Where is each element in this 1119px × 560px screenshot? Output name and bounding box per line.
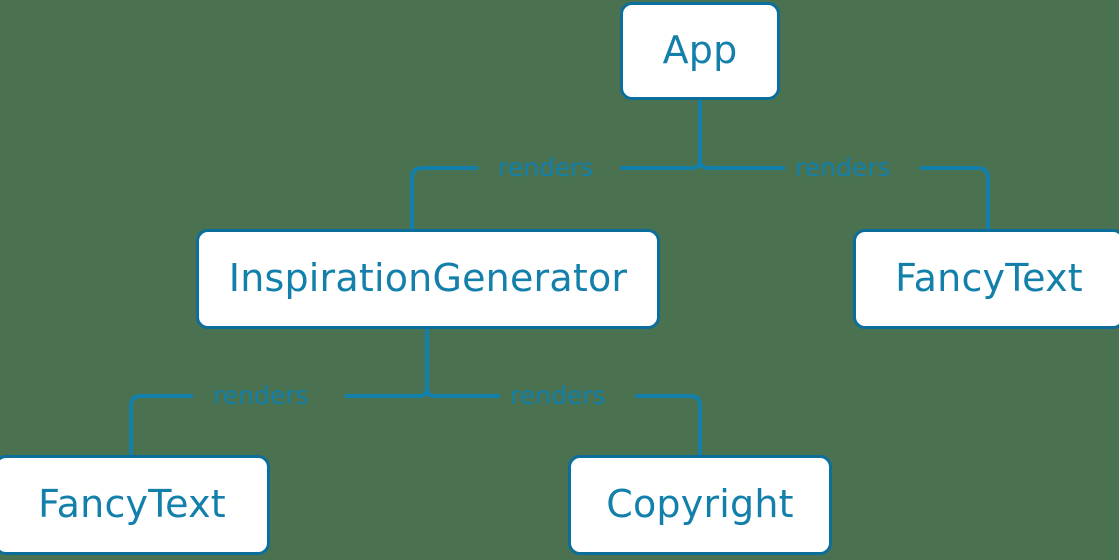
node-copyright-label: Copyright xyxy=(606,482,794,526)
edge-app-to-fancy-text-right-stem-right xyxy=(698,100,785,170)
edge-label-app-to-inspiration-generator: renders xyxy=(498,153,594,182)
edge-inspiration-generator-to-copyright-drop xyxy=(635,394,702,455)
node-fancy-text-left-label: FancyText xyxy=(38,482,226,526)
node-copyright[interactable]: Copyright xyxy=(568,455,832,555)
edge-label-app-to-fancy-text-right: renders xyxy=(795,153,891,182)
edge-app-to-inspiration-generator-stem-left xyxy=(620,100,702,170)
edge-label-inspiration-generator-to-fancy-text-left: renders xyxy=(213,381,309,410)
node-inspiration-generator[interactable]: InspirationGenerator xyxy=(196,229,660,329)
edge-inspiration-generator-to-fancy-text-left-stem xyxy=(345,329,429,398)
node-inspiration-generator-label: InspirationGenerator xyxy=(228,256,628,300)
node-app-label: App xyxy=(662,28,738,72)
node-fancy-text-right[interactable]: FancyText xyxy=(853,229,1119,329)
edge-label-inspiration-generator-to-copyright: renders xyxy=(510,381,606,410)
edge-app-to-fancy-text-right-drop xyxy=(920,166,990,229)
edge-inspiration-generator-to-fancy-text-left-drop xyxy=(129,394,193,455)
node-app[interactable]: App xyxy=(620,2,780,100)
edge-app-to-inspiration-generator-drop xyxy=(410,166,478,229)
edge-inspiration-generator-to-copyright-stem xyxy=(425,329,500,398)
node-fancy-text-right-label: FancyText xyxy=(895,256,1083,300)
node-fancy-text-left[interactable]: FancyText xyxy=(0,455,270,555)
